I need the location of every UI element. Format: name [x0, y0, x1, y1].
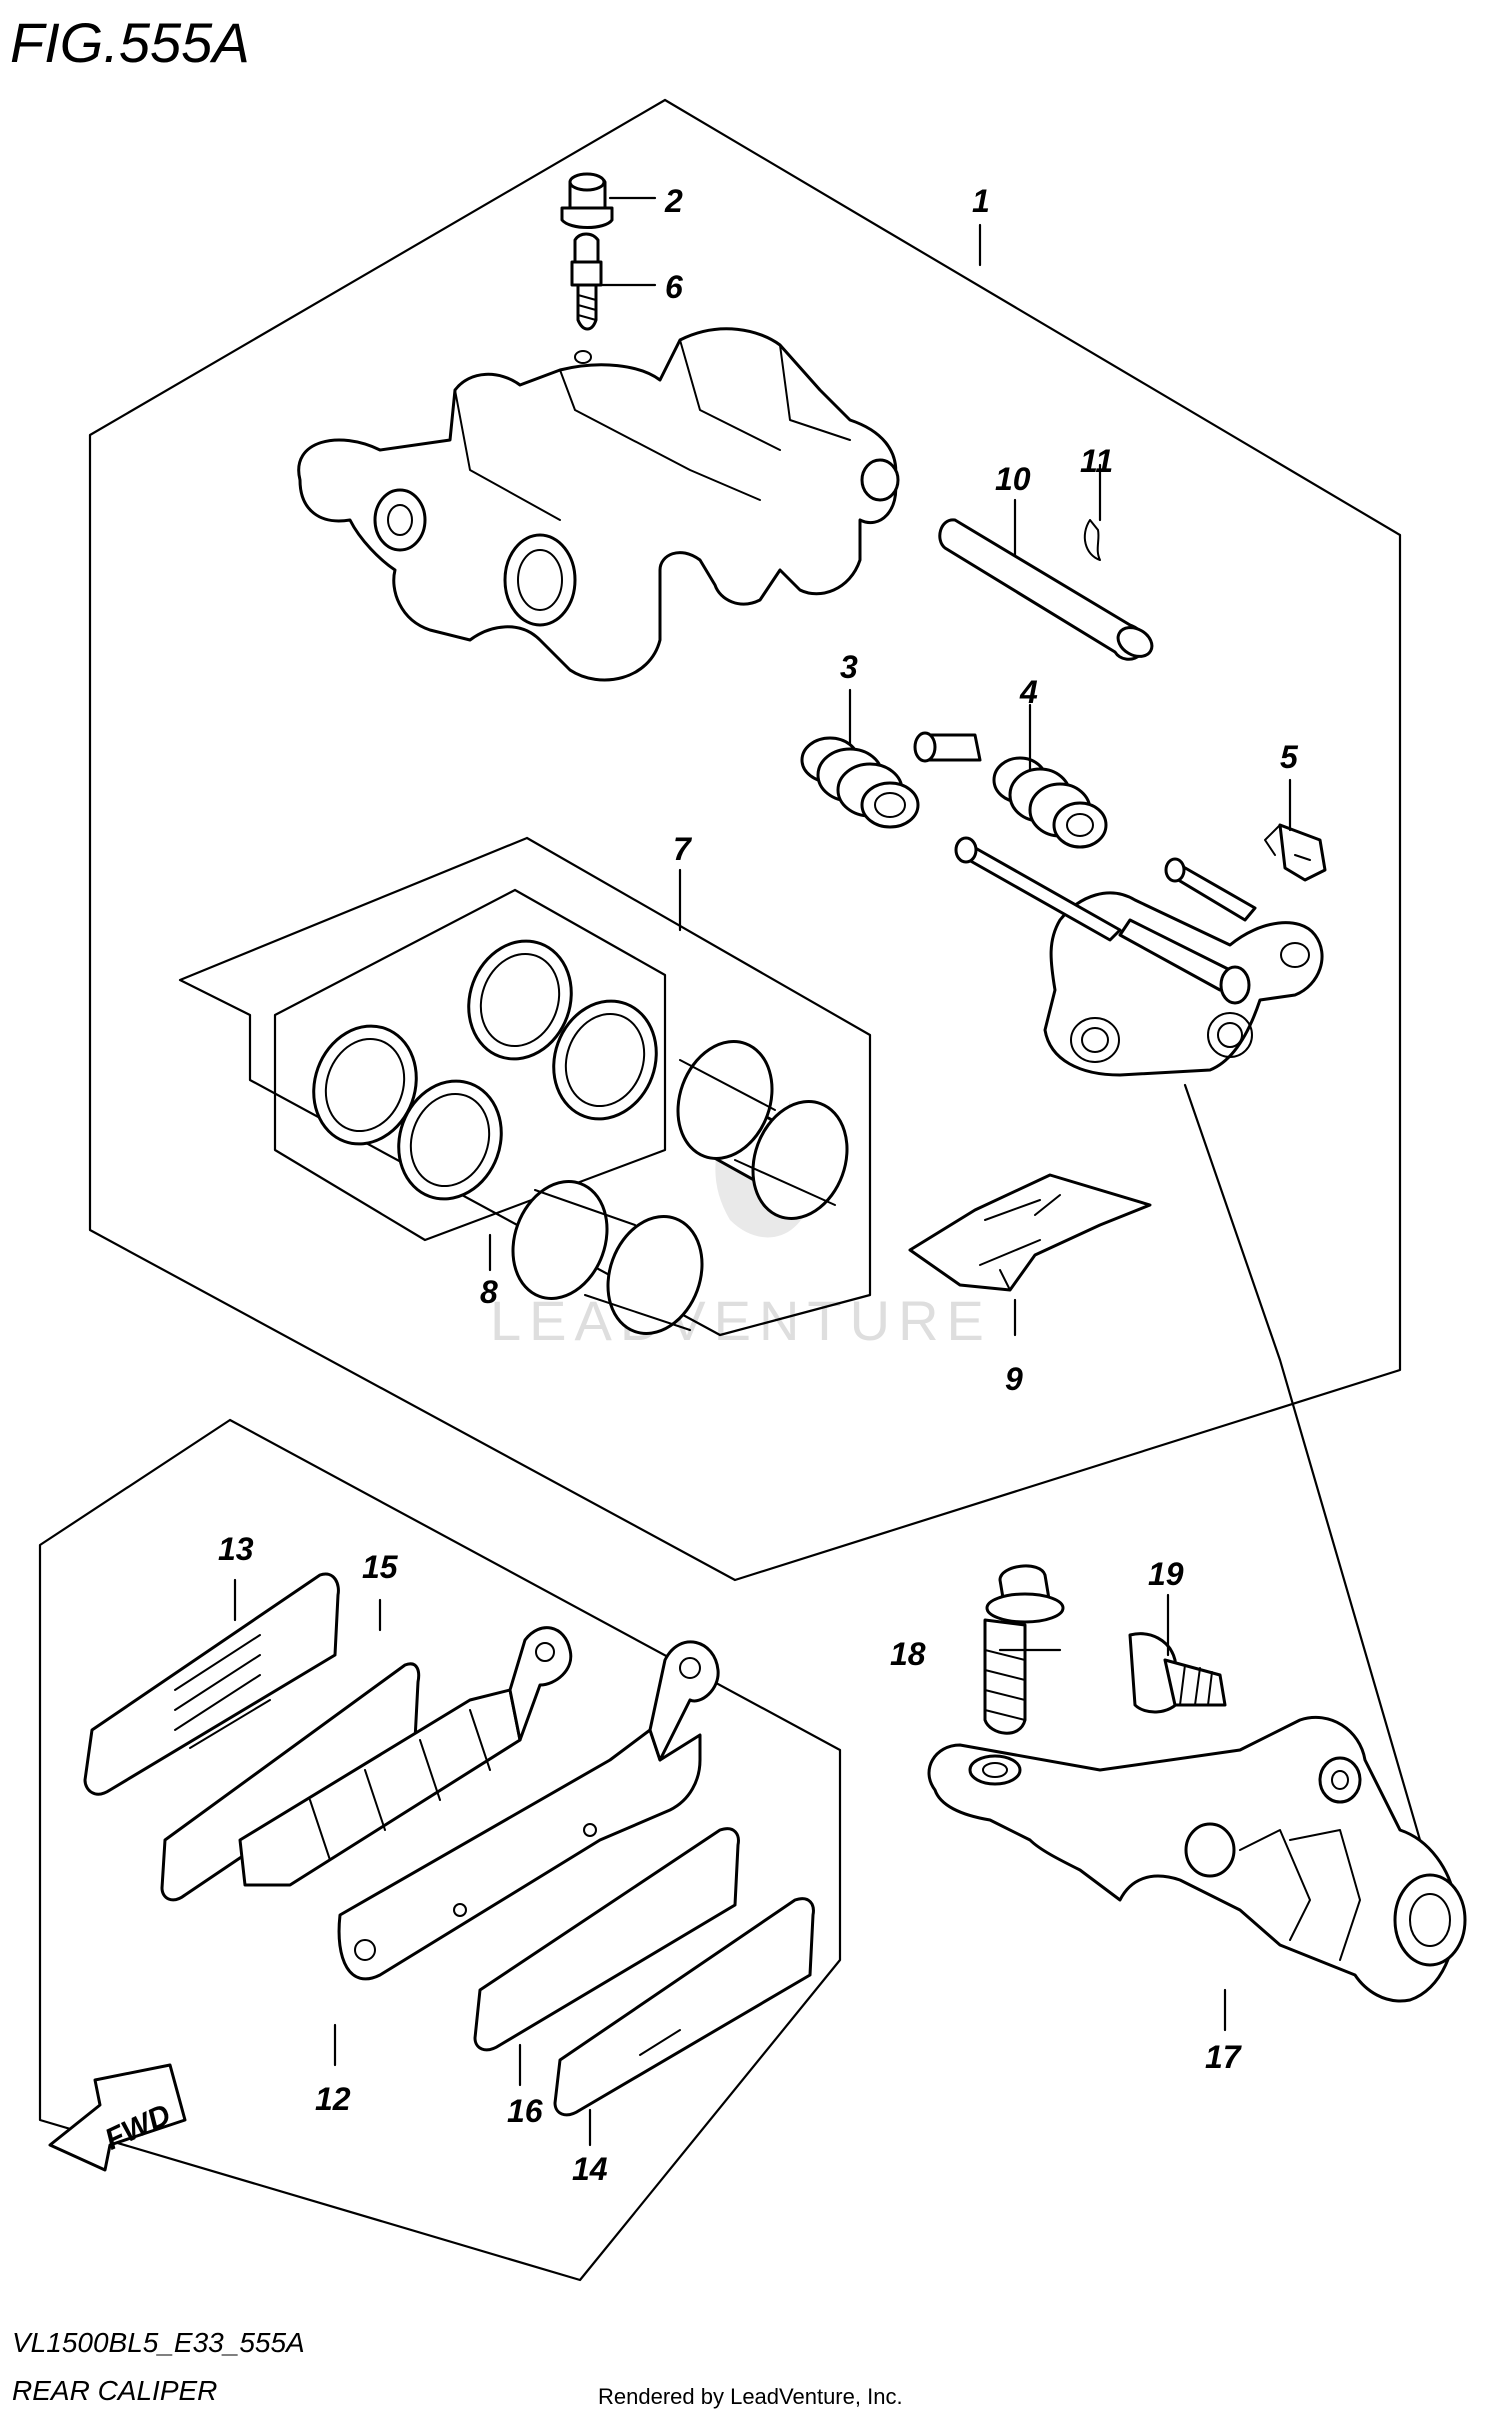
piston-seal-kit-outline: [178, 836, 872, 1337]
render-credit: Rendered by LeadVenture, Inc.: [598, 2384, 903, 2409]
callout-3: 3: [840, 649, 858, 685]
callout-13: 13: [218, 1531, 254, 1567]
figure-title: FIG.555A: [10, 11, 250, 74]
brake-pad-outer: [337, 1640, 720, 1981]
callout-2: 2: [664, 183, 683, 219]
model-code: VL1500BL5_E33_555A: [12, 2327, 305, 2358]
fwd-arrow: FWD: [48, 2063, 187, 2172]
bleed-screw: [570, 232, 603, 331]
callout-9: 9: [1005, 1361, 1023, 1397]
callout-15: 15: [362, 1549, 399, 1585]
pad-insulator: [553, 1897, 815, 2117]
piston-seals: [312, 939, 658, 1201]
callout-17: 17: [1205, 2039, 1243, 2075]
callout-5: 5: [1280, 739, 1299, 775]
caliper-bracket: [954, 836, 1324, 1077]
bleed-cap: [560, 172, 614, 229]
callout-16: 16: [507, 2093, 543, 2129]
pad-shim-inner: [83, 1572, 340, 1796]
callout-12: 12: [315, 2081, 351, 2117]
pad-shim-back: [473, 1827, 740, 2052]
callout-14: 14: [572, 2151, 608, 2187]
caliper-assembly-outline: [88, 98, 1402, 1582]
spring-clip: [1264, 823, 1327, 882]
leader-lines: [233, 196, 1422, 2147]
callout-8: 8: [480, 1274, 498, 1310]
callout-10: 10: [995, 461, 1031, 497]
support-pin: [1128, 1632, 1227, 1714]
pad-spring: [908, 1173, 1152, 1292]
watermark-text: LEADVENTURE: [490, 1289, 992, 1352]
callout-7: 7: [673, 831, 693, 867]
pad-set-outline: [38, 1418, 842, 2282]
pad-pin: [938, 518, 1154, 661]
support-bolt: [983, 1564, 1065, 1735]
callout-18: 18: [890, 1636, 926, 1672]
pin-clip: [1083, 519, 1101, 561]
callout-11: 11: [1080, 443, 1113, 479]
pistons: [511, 1040, 849, 1335]
callout-19: 19: [1148, 1556, 1184, 1592]
caliper-boot: [800, 736, 920, 829]
slide-pin-boot: [913, 731, 1108, 849]
callout-labels: 1 2 3 4 5 6 7 8 9 10 11 12 13 14 15 16 1…: [218, 183, 1299, 2187]
caliper-body: [297, 327, 900, 682]
diagram-caption: REAR CALIPER: [12, 2375, 217, 2406]
brake-pad-inner: [238, 1626, 573, 1887]
callout-4: 4: [1019, 674, 1038, 710]
callout-1: 1: [972, 183, 990, 219]
callout-6: 6: [665, 269, 683, 305]
caliper-support: [927, 1715, 1467, 2003]
